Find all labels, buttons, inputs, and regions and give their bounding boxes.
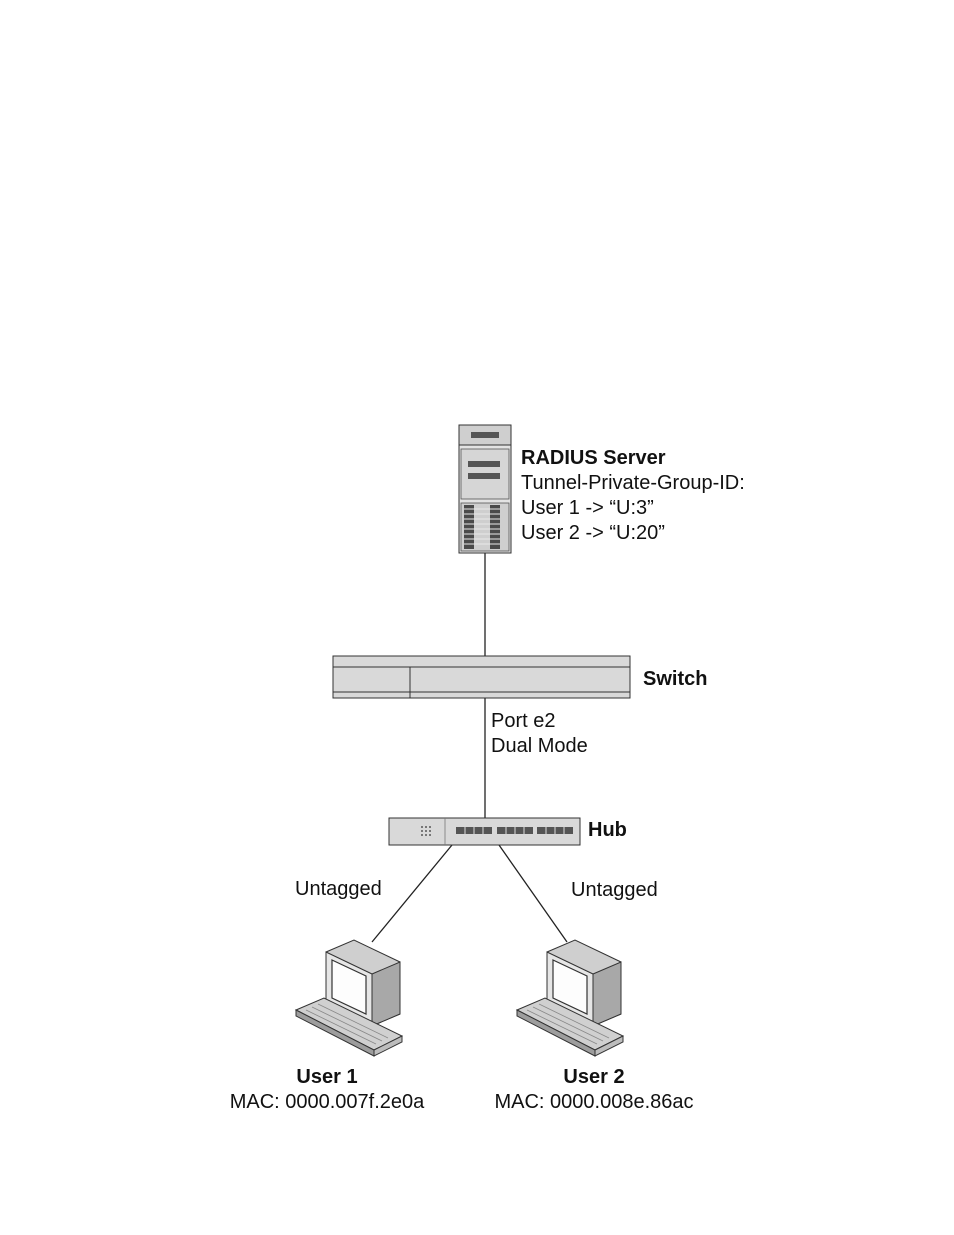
switch-icon	[333, 656, 630, 698]
port-label: Port e2	[491, 709, 555, 734]
radius-user1-mapping: User 1 -> “U:3”	[521, 496, 654, 521]
user1-computer-icon	[296, 940, 402, 1056]
hub-user1-link	[372, 845, 452, 942]
server-icon	[459, 425, 511, 553]
radius-server-title: RADIUS Server	[521, 446, 666, 471]
user2-computer-icon	[517, 940, 623, 1056]
port-mode-label: Dual Mode	[491, 734, 588, 759]
user2-mac: MAC: 0000.008e.86ac	[484, 1090, 704, 1115]
user2-name: User 2	[494, 1065, 694, 1090]
right-link-label: Untagged	[571, 878, 658, 903]
user1-name: User 1	[227, 1065, 427, 1090]
hub-label: Hub	[588, 818, 627, 843]
left-link-label: Untagged	[295, 877, 382, 902]
radius-user2-mapping: User 2 -> “U:20”	[521, 521, 665, 546]
radius-attribute-label: Tunnel-Private-Group-ID:	[521, 471, 745, 496]
switch-label: Switch	[643, 667, 707, 692]
user1-mac: MAC: 0000.007f.2e0a	[217, 1090, 437, 1115]
hub-icon	[389, 818, 580, 845]
hub-user2-link	[499, 845, 567, 942]
